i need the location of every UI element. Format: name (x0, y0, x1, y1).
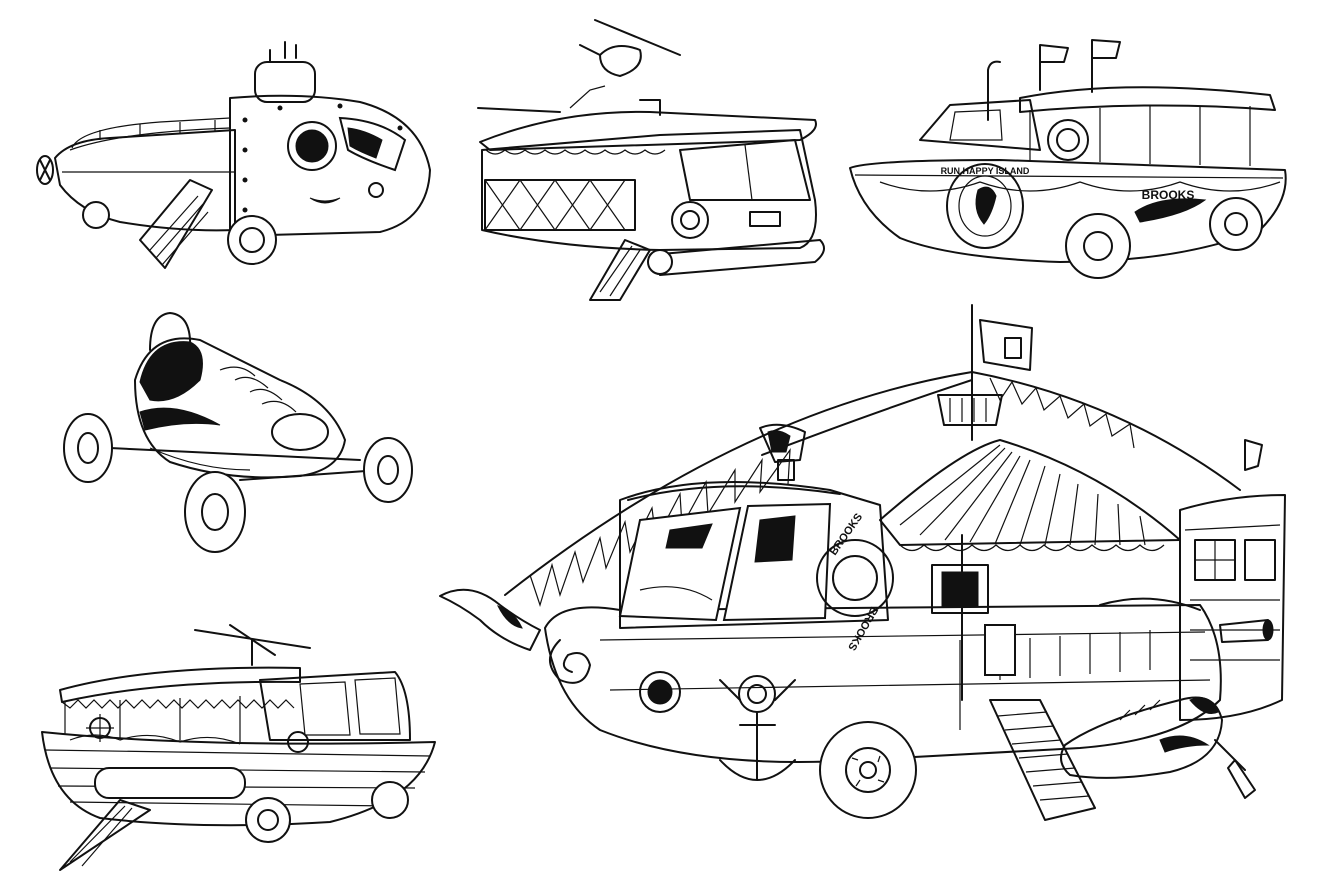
shoe-go-kart (63, 312, 413, 553)
tour-bus-boat (477, 19, 825, 301)
ring-text-top: BROOKS (828, 511, 866, 557)
submarine-car (36, 41, 431, 269)
brand-text: BROOKS (1142, 188, 1195, 202)
pirate-ship-bus: BROOKS BROOKS (439, 304, 1286, 821)
amphibious-duck-boat: RUN HAPPY ISLAND BROOKS (849, 39, 1287, 279)
emblem-text: RUN HAPPY ISLAND (941, 166, 1030, 176)
ring-text-bottom: BROOKS (845, 605, 880, 653)
helicopter-boat (41, 624, 436, 871)
